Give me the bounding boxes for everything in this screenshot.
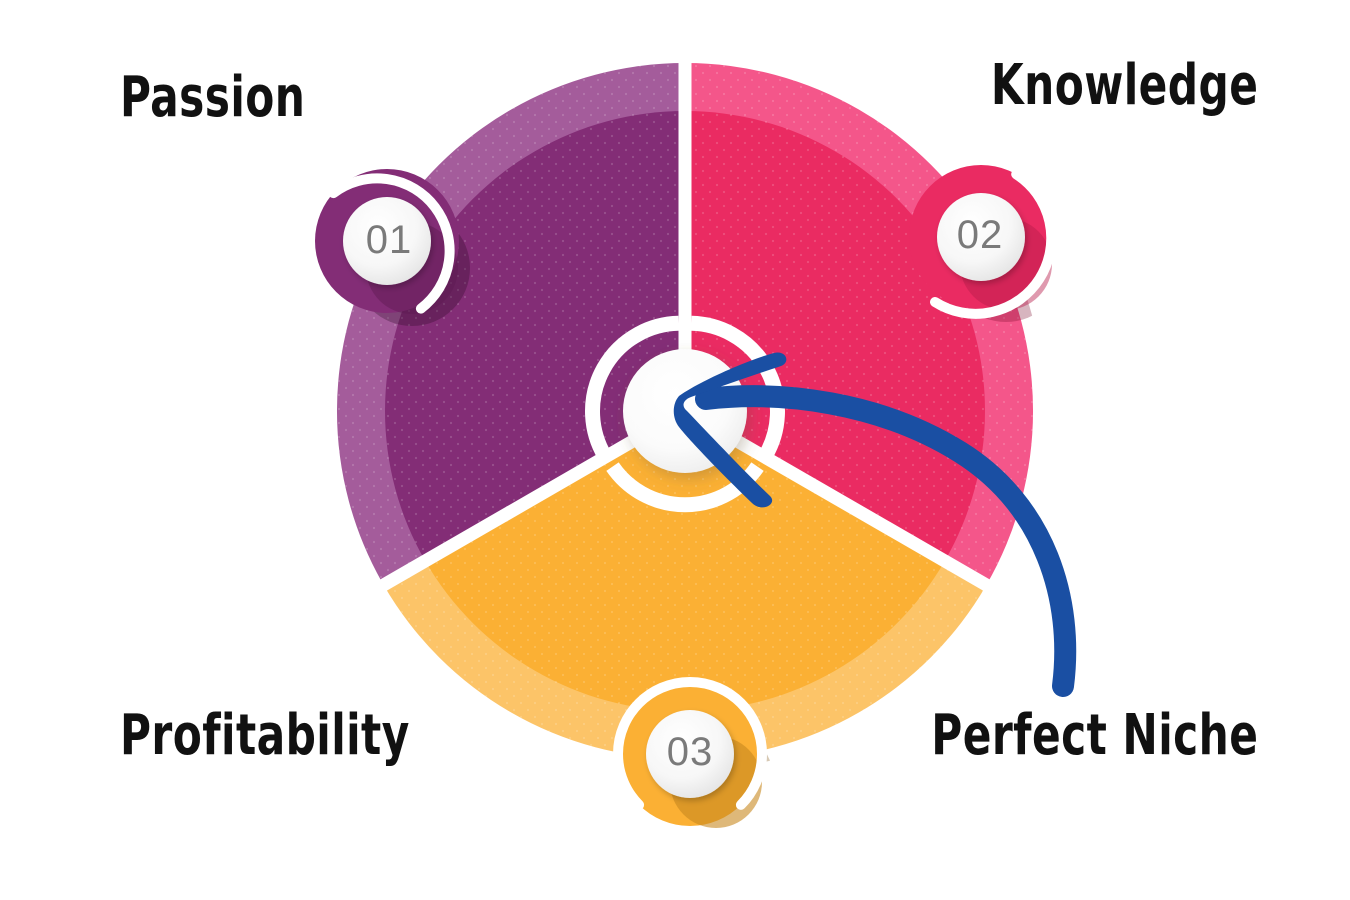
segment-knowledge-texture (685, 111, 985, 561)
badge-01-inner-disc (343, 197, 431, 285)
badge-03-profitability[interactable] (613, 676, 767, 828)
badge-01-passion[interactable] (315, 169, 459, 314)
badge-02-inner-disc (937, 193, 1025, 281)
badge-03-inner-disc (646, 710, 734, 798)
badge-03-white-ring (613, 676, 767, 810)
segment-label-knowledge: Knowledge (990, 53, 1258, 118)
segment-passion-texture (385, 111, 685, 561)
badge-02-knowledge[interactable] (909, 165, 1057, 319)
callout-label-perfect-niche: Perfect Niche (930, 703, 1258, 768)
segment-label-passion: Passion (120, 65, 306, 130)
segment-profitability-texture (425, 411, 945, 711)
arrow-tail (695, 385, 1077, 697)
arrow-head (673, 352, 787, 508)
segment-label-profitability: Profitability (120, 703, 410, 768)
badge-02-white-ring (930, 169, 1057, 319)
badge-01-white-ring (328, 173, 455, 314)
perfect-niche-arrow (673, 352, 1077, 697)
segment-profitability[interactable] (383, 411, 987, 760)
